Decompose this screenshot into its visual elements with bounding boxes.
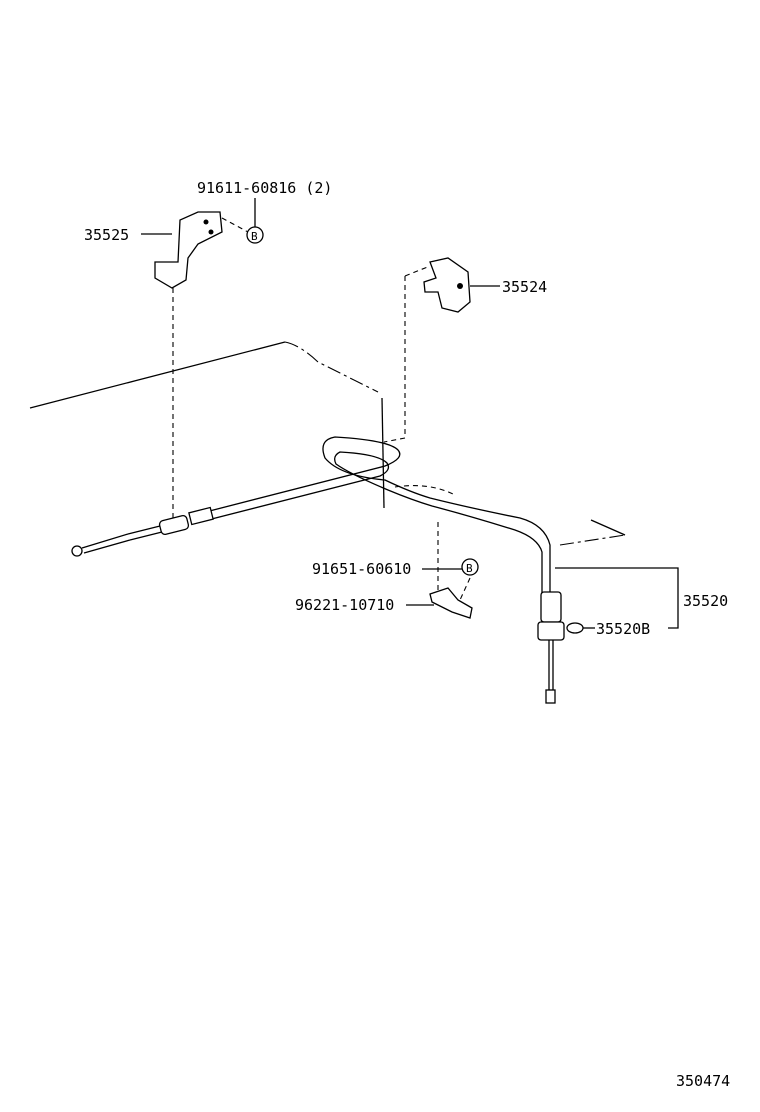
callout-bracket-left: 35525 bbox=[84, 226, 129, 244]
bolt-upper-marker: B bbox=[246, 226, 264, 244]
svg-text:B: B bbox=[251, 230, 258, 243]
svg-text:B: B bbox=[466, 562, 473, 575]
bracket-35525 bbox=[154, 211, 223, 289]
callout-leaders bbox=[141, 198, 679, 629]
callout-bracket-right: 35524 bbox=[502, 278, 547, 296]
leader-lines bbox=[172, 217, 471, 601]
vehicle-outline bbox=[29, 341, 626, 546]
callout-bolt-upper: 91611-60816 (2) bbox=[197, 179, 332, 197]
callout-cable-sub: 35520B bbox=[596, 620, 650, 638]
o-ring-35520B bbox=[566, 622, 584, 634]
diagram-id: 350474 bbox=[676, 1072, 730, 1090]
clamp-96221 bbox=[429, 587, 473, 619]
bracket-35524 bbox=[423, 257, 471, 313]
callout-bolt-lower: 91651-60610 bbox=[312, 560, 411, 578]
callout-cable-assy: 35520 bbox=[683, 592, 728, 610]
bolt-lower-marker: B bbox=[461, 558, 479, 576]
cable-assembly bbox=[71, 436, 565, 704]
callout-clamp: 96221-10710 bbox=[295, 596, 394, 614]
